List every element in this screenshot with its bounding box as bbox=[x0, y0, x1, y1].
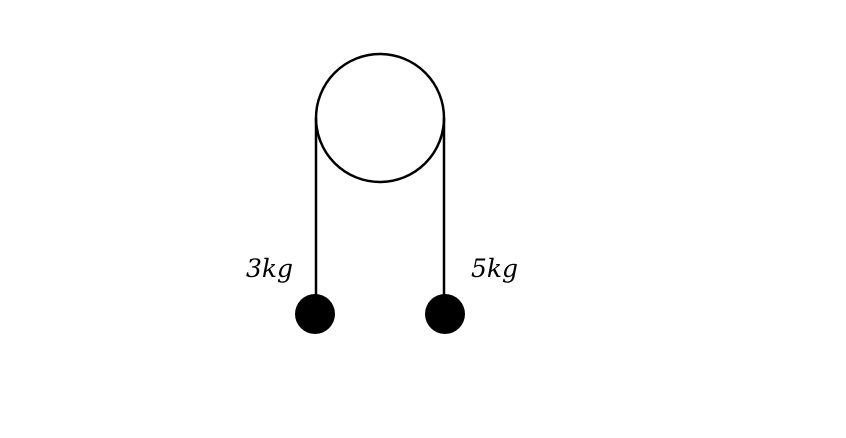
left-mass-label: 3kg bbox=[246, 254, 293, 283]
right-mass bbox=[425, 294, 465, 334]
right-mass-label: 5kg bbox=[471, 254, 518, 283]
left-mass bbox=[295, 294, 335, 334]
